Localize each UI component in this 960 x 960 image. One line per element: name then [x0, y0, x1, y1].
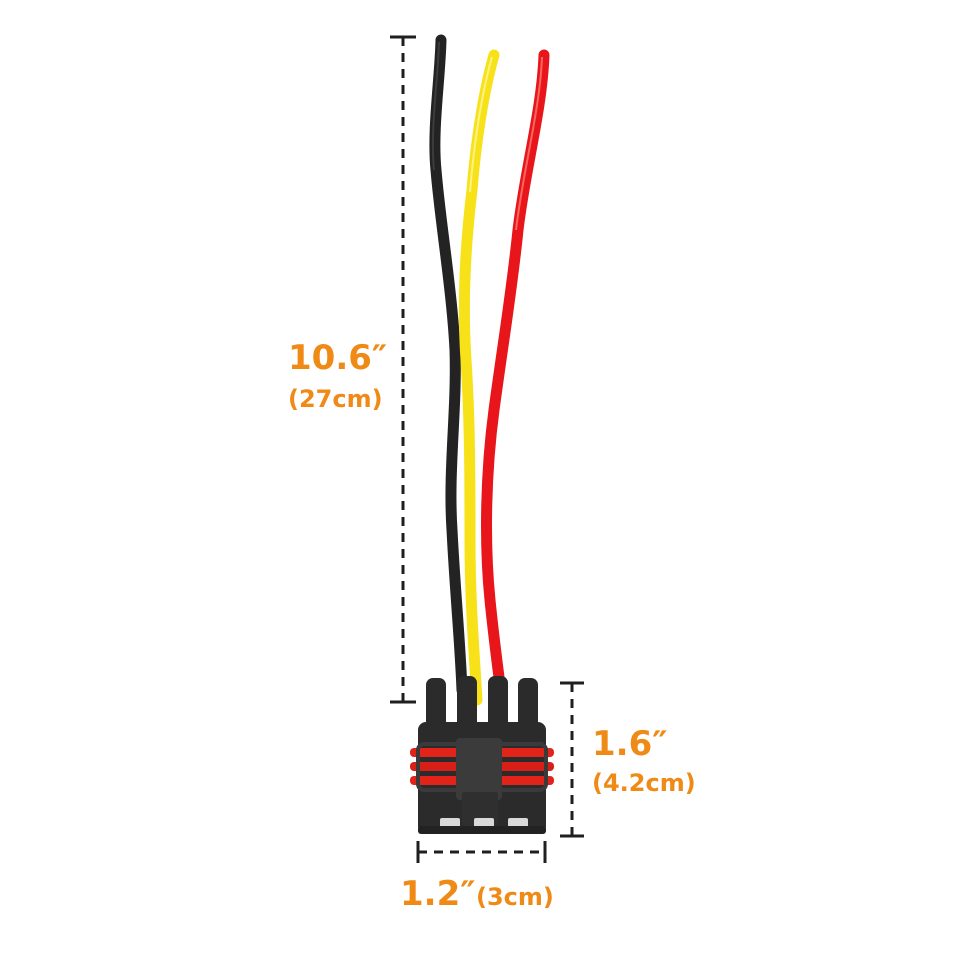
height-metric-label: (4.2cm) [592, 769, 696, 797]
width-metric-label: (3cm) [476, 883, 554, 911]
black-wire [429, 34, 468, 696]
yellow-wire [458, 49, 500, 706]
height-dimension-line [560, 681, 584, 838]
width-imperial-label: 1.2″ [400, 874, 476, 914]
red-wire [481, 49, 550, 706]
connector-housing [410, 676, 554, 834]
length-imperial-label: 10.6″ [288, 338, 388, 378]
length-dimension-line [390, 35, 416, 704]
length-metric-label: (27cm) [288, 385, 383, 413]
height-imperial-label: 1.6″ [592, 724, 668, 764]
width-dimension-line [416, 841, 547, 863]
